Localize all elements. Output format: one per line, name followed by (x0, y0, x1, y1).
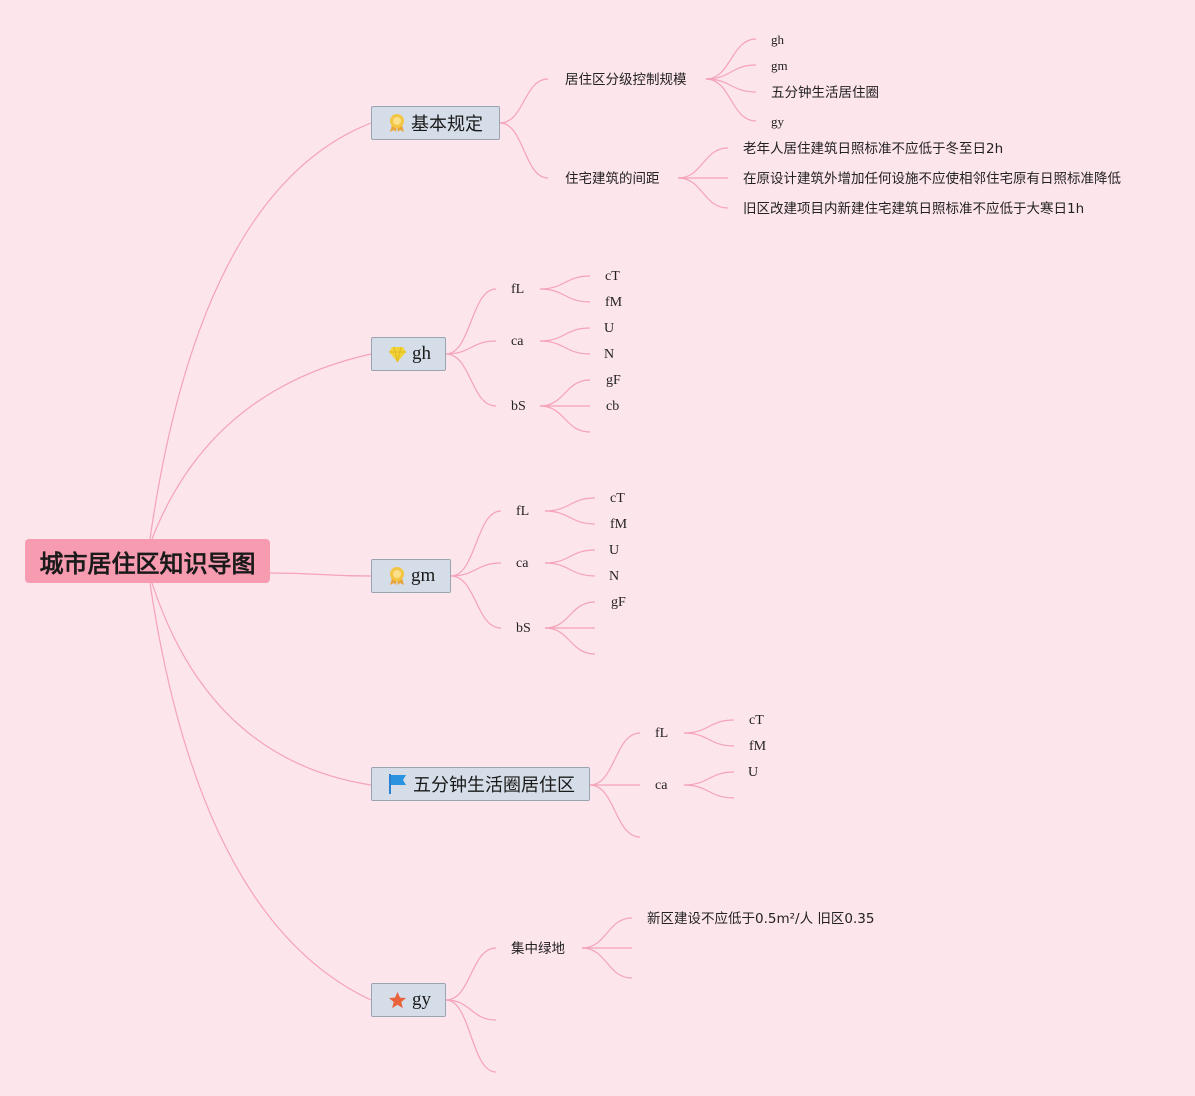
node-label[interactable]: bS (511, 399, 526, 414)
leaf-label[interactable]: 旧区改建项目内新建住宅建筑日照标准不应低于大寒日1h (743, 201, 1085, 217)
node-label[interactable]: fL (511, 282, 525, 297)
node-label[interactable]: ca (655, 778, 668, 793)
leaf-label[interactable]: N (609, 569, 620, 584)
node-label[interactable]: fL (655, 726, 669, 741)
connector-line (683, 784, 735, 799)
leaf-label[interactable]: gm (771, 58, 788, 73)
connector-line (445, 353, 497, 407)
leaf-label[interactable]: 老年人居住建筑日照标准不应低于冬至日2h (743, 141, 1004, 157)
leaf-label[interactable]: U (748, 765, 759, 780)
connector-line (589, 784, 641, 838)
branch-gh[interactable]: gh (371, 337, 446, 371)
ribbon-medal-icon (390, 567, 404, 585)
branch-five-minute-circle[interactable]: 五分钟生活圈居住区 (371, 767, 590, 801)
leaf-label[interactable]: fM (610, 517, 628, 532)
connector-line (705, 78, 757, 122)
connector-line (544, 601, 596, 629)
connector-line (450, 510, 502, 577)
branch-gy[interactable]: gy (371, 983, 446, 1017)
connector-line (269, 572, 372, 577)
node-label[interactable]: 集中绿地 (511, 941, 565, 957)
branch-label: gy (412, 989, 431, 1010)
leaf-label[interactable]: fM (749, 739, 767, 754)
connector-line (445, 947, 497, 1001)
connector-line (705, 38, 757, 80)
node-label[interactable]: bS (516, 621, 531, 636)
leaf-label[interactable]: U (609, 543, 620, 558)
connector-line (445, 288, 497, 355)
node-label[interactable]: fL (516, 504, 530, 519)
connector-line (589, 732, 641, 786)
connector-line (445, 999, 497, 1021)
connector-line (450, 562, 502, 577)
ribbon-medal-icon (390, 114, 404, 132)
connector-line (544, 549, 596, 564)
leaf-label[interactable]: cT (610, 491, 625, 506)
branch-label: gh (412, 343, 431, 364)
connector-line (705, 64, 757, 80)
node-label[interactable]: 居住区分级控制规模 (565, 72, 687, 88)
root-topic[interactable]: 城市居住区知识导图 (25, 539, 270, 583)
leaf-label[interactable]: gF (611, 595, 626, 610)
connector-line (499, 122, 549, 179)
branch-basic-rules[interactable]: 基本规定 (371, 106, 500, 140)
node-label[interactable]: ca (511, 334, 524, 349)
flag-icon (389, 774, 406, 794)
leaf-label[interactable]: 五分钟生活居住圈 (771, 85, 879, 101)
connector-line (683, 771, 735, 786)
connector-line (445, 999, 497, 1073)
connector-line (539, 275, 591, 290)
node-label[interactable]: ca (516, 556, 529, 571)
connector-line (539, 327, 591, 342)
connector-line (539, 379, 591, 407)
connector-line (544, 497, 596, 512)
connector-line (450, 575, 502, 629)
connector-line (683, 732, 735, 747)
connector-line (544, 627, 596, 655)
connector-line (539, 405, 591, 433)
node-label[interactable]: 住宅建筑的间距 (565, 171, 660, 187)
branch-gm[interactable]: gm (371, 559, 451, 593)
connector-line (499, 78, 549, 124)
connector-line (581, 947, 633, 979)
connector-line (683, 719, 735, 734)
branch-label: gm (411, 565, 436, 586)
leaf-label[interactable]: N (604, 347, 615, 362)
connector-line (677, 177, 729, 209)
leaf-label[interactable]: gh (771, 32, 784, 47)
connector-line (539, 288, 591, 303)
root-connector (151, 582, 372, 786)
root-topic-label: 城市居住区知识导图 (39, 549, 256, 578)
leaf-label[interactable]: 在原设计建筑外增加任何设施不应使相邻住宅原有日照标准降低 (743, 171, 1121, 187)
branch-label: 基本规定 (411, 114, 483, 135)
connector-line (544, 562, 596, 577)
root-connector (151, 353, 372, 540)
leaf-label[interactable]: U (604, 321, 615, 336)
leaf-label[interactable]: fM (605, 295, 623, 310)
branch-label: 五分钟生活圈居住区 (413, 775, 575, 796)
root-connector (149, 122, 372, 540)
connector-line (445, 340, 497, 355)
connector-line (677, 147, 729, 179)
leaf-label[interactable]: cb (606, 399, 620, 414)
root-connector (149, 582, 372, 1001)
leaf-label[interactable]: gy (771, 114, 784, 129)
star-icon (388, 991, 407, 1008)
leaf-label[interactable]: gF (606, 373, 621, 388)
leaf-label[interactable]: cT (605, 269, 620, 284)
gem-icon (389, 346, 406, 362)
leaf-label[interactable]: cT (749, 713, 764, 728)
connector-line (544, 510, 596, 525)
connector-line (539, 340, 591, 355)
leaf-label[interactable]: 新区建设不应低于0.5m²/人 旧区0.35 (647, 911, 875, 927)
connector-line (581, 917, 633, 949)
